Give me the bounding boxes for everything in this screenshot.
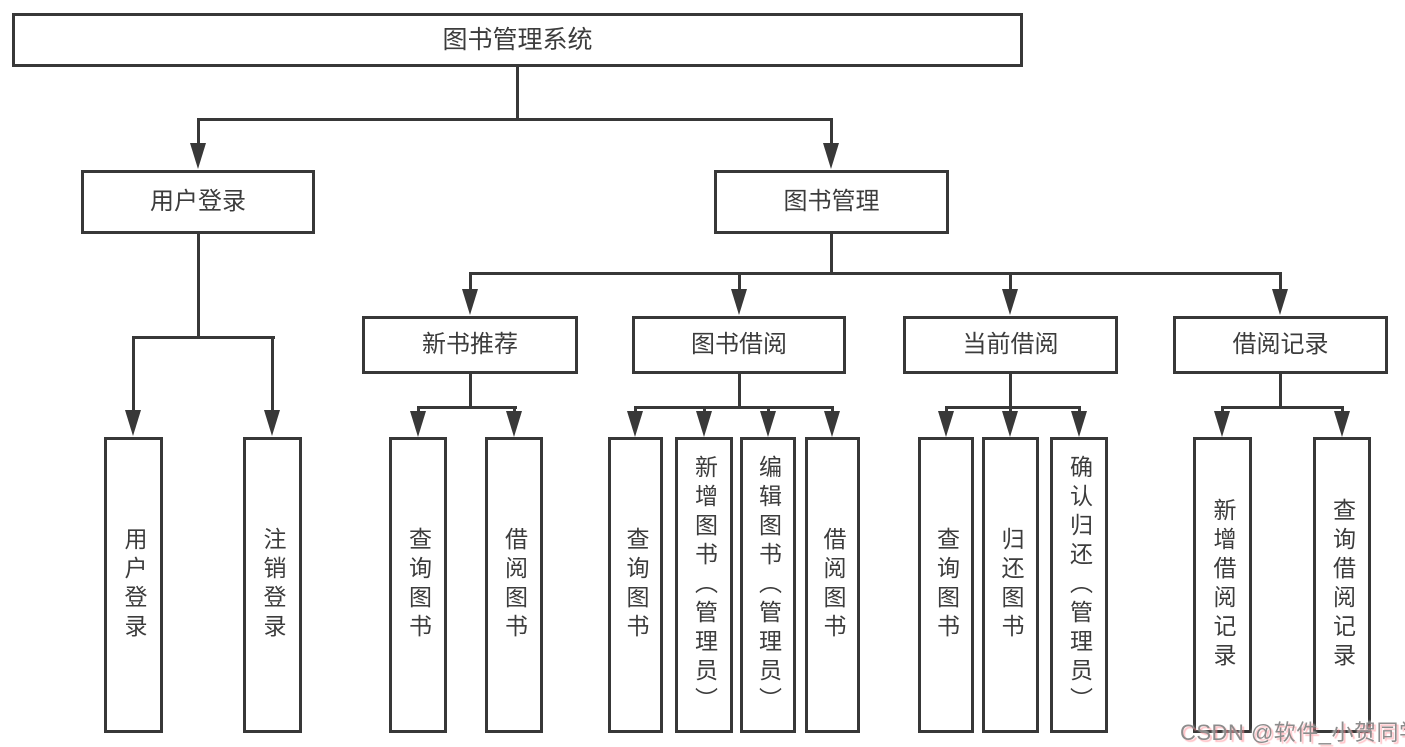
arrow-down-icon: [462, 289, 478, 315]
connector-line: [703, 406, 706, 413]
leaf-edit-book-admin: 编辑图书（管理员）: [740, 437, 796, 733]
connector-line: [1341, 406, 1344, 413]
node-book-borrowing: 图书借阅: [632, 316, 846, 374]
leaf-user-login: 用户登录: [104, 437, 163, 733]
arrow-down-icon: [938, 411, 954, 437]
node-current-borrowing: 当前借阅: [903, 316, 1118, 374]
leaf-borrow-books-recommend: 借阅图书: [485, 437, 543, 733]
leaf-borrow-books-borrowing: 借阅图书: [805, 437, 860, 733]
leaf-query-books-borrowing: 查询图书: [608, 437, 663, 733]
connector-line: [197, 234, 200, 338]
csdn-watermark: CSDN @软件_小贺同学: [1180, 720, 1405, 745]
connector-line: [1009, 406, 1012, 413]
arrow-down-icon: [696, 411, 712, 437]
arrow-down-icon: [627, 411, 643, 437]
connector-line: [469, 272, 1282, 275]
arrow-down-icon: [760, 411, 776, 437]
connector-line: [831, 406, 834, 413]
connector-line: [1221, 406, 1343, 409]
leaf-confirm-return-admin: 确认归还（管理员）: [1050, 437, 1108, 733]
arrow-down-icon: [731, 289, 747, 315]
leaf-add-borrow-record: 新增借阅记录: [1193, 437, 1252, 733]
connector-line: [830, 234, 833, 274]
node-borrowing-records: 借阅记录: [1173, 316, 1388, 374]
connector-line: [945, 406, 1081, 409]
node-root: 图书管理系统: [12, 13, 1023, 67]
leaf-query-books-recommend: 查询图书: [389, 437, 447, 733]
connector-line: [132, 336, 135, 412]
connector-line: [417, 406, 517, 409]
arrow-down-icon: [125, 410, 141, 436]
connector-line: [634, 406, 637, 413]
arrow-down-icon: [506, 411, 522, 437]
connector-line: [271, 336, 274, 412]
arrow-down-icon: [410, 411, 426, 437]
connector-line: [634, 406, 834, 409]
arrow-down-icon: [1214, 411, 1230, 437]
arrow-down-icon: [823, 143, 839, 169]
arrow-down-icon: [264, 410, 280, 436]
leaf-query-books-current: 查询图书: [918, 437, 974, 733]
connector-line: [469, 272, 472, 290]
connector-line: [513, 406, 516, 413]
arrow-down-icon: [1002, 411, 1018, 437]
leaf-return-books: 归还图书: [982, 437, 1039, 733]
connector-line: [1009, 374, 1012, 408]
arrow-down-icon: [1071, 411, 1087, 437]
connector-line: [469, 374, 472, 408]
connector-line: [738, 272, 741, 290]
connector-line: [1009, 272, 1012, 290]
connector-line: [767, 406, 770, 413]
leaf-add-book-admin: 新增图书（管理员）: [675, 437, 733, 733]
node-book-management: 图书管理: [714, 170, 949, 234]
leaf-query-borrow-record: 查询借阅记录: [1313, 437, 1371, 733]
connector-line: [830, 118, 833, 144]
connector-line: [197, 118, 200, 144]
arrow-down-icon: [1272, 289, 1288, 315]
connector-line: [417, 406, 420, 413]
leaf-logout: 注销登录: [243, 437, 302, 733]
arrow-down-icon: [1002, 289, 1018, 315]
connector-line: [1279, 374, 1282, 408]
connector-line: [1279, 272, 1282, 290]
node-new-book-recommendation: 新书推荐: [362, 316, 578, 374]
arrow-down-icon: [190, 143, 206, 169]
arrow-down-icon: [1334, 411, 1350, 437]
connector-line: [945, 406, 948, 413]
connector-line: [1221, 406, 1224, 413]
arrow-down-icon: [824, 411, 840, 437]
connector-line: [197, 118, 833, 121]
connector-line: [132, 336, 275, 339]
connector-line: [516, 67, 519, 118]
node-user-login: 用户登录: [81, 170, 315, 234]
connector-line: [1078, 406, 1081, 413]
connector-line: [738, 374, 741, 408]
